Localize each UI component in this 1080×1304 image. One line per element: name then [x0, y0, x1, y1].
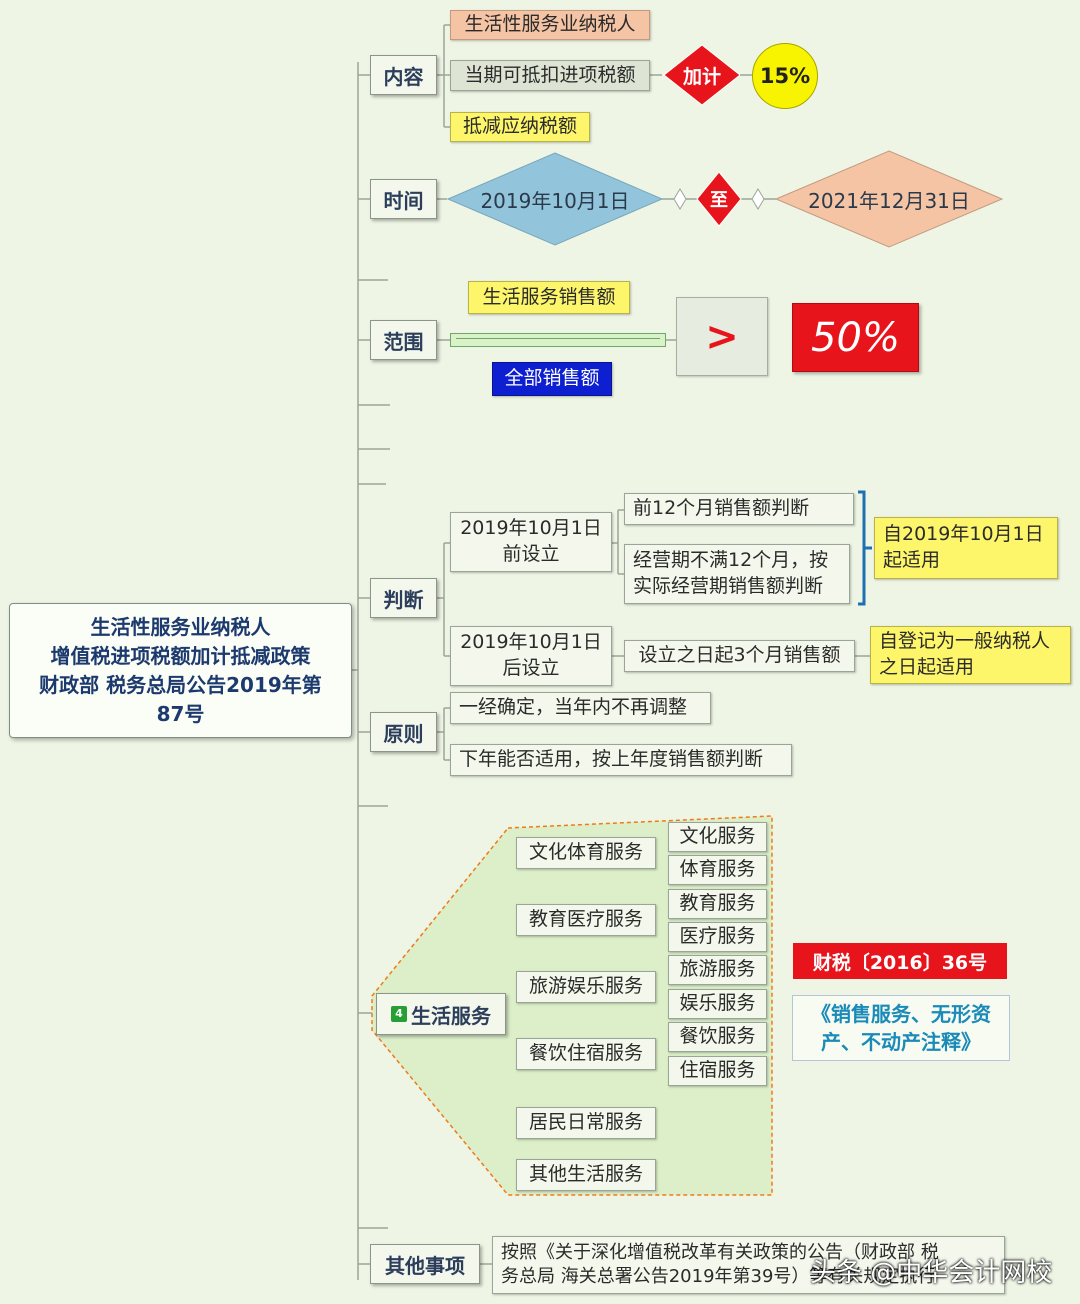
other-item: 按照《关于深化增值税改革有关政策的公告（财政部 税 务总局 海关总署公告2019… — [492, 1236, 1005, 1294]
service-catering: 餐饮服务 — [668, 1022, 767, 1052]
judge-before-line2: 前设立 — [502, 543, 560, 565]
judge-before-item-actual-line2: 实际经营期销售额判断 — [633, 575, 824, 597]
judge-before-apply-line2: 起适用 — [883, 549, 941, 571]
end-date: 2021年12月31日 — [808, 188, 970, 213]
start-date-diamond — [447, 152, 663, 246]
judge-before-apply: 自2019年10月1日 起适用 — [874, 517, 1058, 579]
service-group-other-life: 其他生活服务 — [516, 1159, 656, 1191]
other-item-line2: 务总局 海关总署公告2019年第39号）等有关规定执行 — [501, 1266, 936, 1287]
judge-before-apply-line1: 自2019年10月1日 — [883, 523, 1044, 546]
category-life-services[interactable]: 4 生活服务 — [376, 993, 506, 1035]
priority-badge-icon: 4 — [391, 1006, 407, 1022]
category-other[interactable]: 其他事项 — [370, 1244, 480, 1284]
content-item-taxpayer: 生活性服务业纳税人 — [450, 10, 650, 40]
plus-label: 加计 — [682, 65, 721, 88]
root-title-line1: 生活性服务业纳税人 — [90, 614, 271, 639]
small-diamond-left — [673, 188, 687, 210]
service-group-daily-resident: 居民日常服务 — [516, 1107, 656, 1139]
judge-after-line2: 后设立 — [502, 657, 560, 679]
judge-before-line1: 2019年10月1日 — [460, 517, 602, 540]
scope-numerator: 生活服务销售额 — [468, 281, 630, 314]
service-tourism: 旅游服务 — [668, 955, 767, 985]
doc-title: 《销售服务、无形资 产、不动产注释》 — [792, 995, 1010, 1061]
category-content[interactable]: 内容 — [370, 55, 437, 95]
service-entertainment: 娱乐服务 — [668, 989, 767, 1019]
service-sports: 体育服务 — [668, 855, 767, 885]
judge-before-item-actual: 经营期不满12个月，按 实际经营期销售额判断 — [624, 544, 850, 604]
principle-item-1: 一经确定，当年内不再调整 — [450, 692, 711, 724]
service-group-education-medical: 教育医疗服务 — [516, 904, 656, 936]
start-date: 2019年10月1日 — [480, 188, 630, 213]
root-title-line2: 增值税进项税额加计抵减政策 — [50, 643, 311, 668]
judge-after-line1: 2019年10月1日 — [460, 631, 602, 654]
service-medical: 医疗服务 — [668, 922, 767, 952]
judge-after-item: 设立之日起3个月销售额 — [624, 640, 855, 672]
plus-connector — [740, 74, 754, 76]
content-item-input-tax: 当期可抵扣进项税额 — [450, 60, 650, 91]
life-services-label: 生活服务 — [411, 1003, 491, 1028]
service-group-culture-sports: 文化体育服务 — [516, 837, 656, 869]
judge-before-established: 2019年10月1日 前设立 — [450, 512, 612, 572]
root-topic: 生活性服务业纳税人 增值税进项税额加计抵减政策 财政部 税务总局公告2019年第… — [9, 603, 352, 738]
category-judge[interactable]: 判断 — [370, 578, 437, 618]
service-accommodation: 住宿服务 — [668, 1056, 767, 1086]
threshold-percent: 50% — [792, 303, 919, 372]
principle-item-2: 下年能否适用，按上年度销售额判断 — [450, 744, 792, 776]
doc-title-line1: 《销售服务、无形资 — [811, 1002, 991, 1026]
doc-reference-badge: 财税〔2016〕36号 — [793, 943, 1007, 979]
content-item-deduct: 抵减应纳税额 — [450, 112, 590, 142]
category-principle[interactable]: 原则 — [370, 712, 437, 752]
fraction-bar-inner — [456, 338, 660, 341]
judge-after-apply-line1: 自登记为一般纳税人 — [879, 630, 1051, 653]
small-diamond-right — [751, 188, 765, 210]
watermark: 头条 @中华会计网校 — [810, 1258, 1053, 1288]
service-culture: 文化服务 — [668, 822, 767, 852]
service-group-tourism-entertainment: 旅游娱乐服务 — [516, 971, 656, 1003]
to-diamond — [696, 171, 742, 227]
compare-sign: > — [676, 297, 768, 376]
judge-before-item-actual-line1: 经营期不满12个月，按 — [633, 549, 829, 572]
rate-circle: 15% — [752, 43, 818, 109]
end-date-diamond — [775, 150, 1003, 248]
scope-denominator: 全部销售额 — [492, 362, 612, 396]
doc-title-line2: 产、不动产注释》 — [821, 1030, 981, 1054]
service-group-catering-accommodation: 餐饮住宿服务 — [516, 1038, 656, 1070]
root-title-line3: 财政部 税务总局公告2019年第 — [39, 672, 322, 697]
fraction-bar — [450, 333, 666, 347]
judge-after-apply: 自登记为一般纳税人 之日起适用 — [870, 626, 1071, 684]
root-title-line4: 87号 — [156, 701, 205, 726]
plus-diamond — [663, 44, 741, 106]
other-item-line1: 按照《关于深化增值税改革有关政策的公告（财政部 税 — [501, 1241, 939, 1263]
judge-after-established: 2019年10月1日 后设立 — [450, 626, 612, 686]
category-time[interactable]: 时间 — [370, 179, 437, 219]
judge-after-apply-line2: 之日起适用 — [879, 656, 975, 678]
category-scope[interactable]: 范围 — [370, 320, 437, 360]
judge-before-item-12months: 前12个月销售额判断 — [624, 493, 854, 525]
service-education: 教育服务 — [668, 889, 767, 919]
to-label: 至 — [710, 190, 728, 211]
